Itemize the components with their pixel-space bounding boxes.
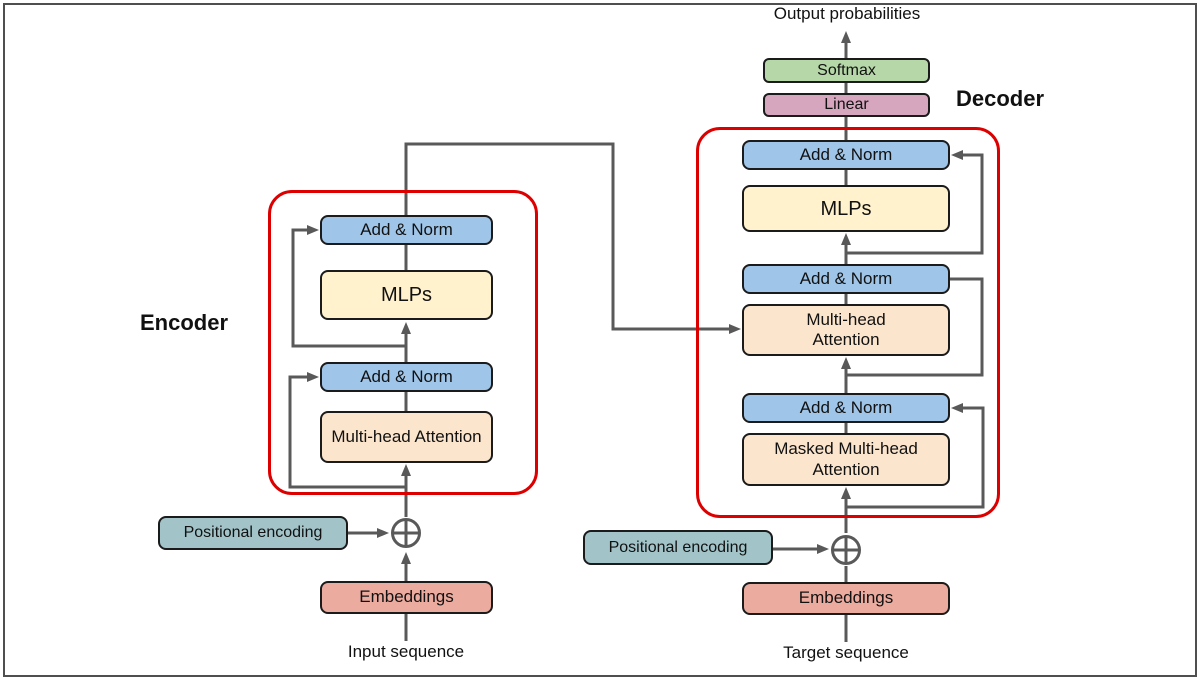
target-sequence-label: Target sequence: [783, 643, 909, 662]
decoder-embeddings-box: Embeddings: [742, 582, 950, 615]
wire-encoder-to-decoder: [404, 142, 741, 334]
encoder-plus-circle-icon: [390, 517, 422, 549]
decoder-plus-circle-icon: [830, 534, 862, 566]
encoder-add-norm-1-box: Add & Norm: [320, 215, 493, 245]
decoder-label: Decoder: [956, 86, 1045, 111]
wire-dec-residual-top: [846, 150, 984, 255]
encoder-mlps-box: MLPs: [320, 270, 493, 320]
encoder-outline: [268, 190, 538, 495]
decoder-multi-head-attention-box: Multi-head Attention: [742, 304, 950, 356]
wire-dec-residual-middle: [846, 277, 984, 377]
decoder-positional-encoding-box: Positional encoding: [583, 530, 773, 565]
decoder-masked-multi-head-attention-box: Masked Multi-head Attention: [742, 433, 950, 486]
encoder-positional-encoding-box: Positional encoding: [158, 516, 348, 550]
encoder-add-norm-2-box: Add & Norm: [320, 362, 493, 392]
encoder-embeddings-box: Embeddings: [320, 581, 493, 614]
encoder-multi-head-attention-box: Multi-head Attention: [320, 411, 493, 463]
diagram-border: [3, 3, 1197, 677]
decoder-add-norm-2-box: Add & Norm: [742, 264, 950, 294]
input-sequence-label: Input sequence: [347, 642, 465, 661]
decoder-outline: [696, 127, 1000, 518]
decoder-mlps-box: MLPs: [742, 185, 950, 232]
linear-box: Linear: [763, 93, 930, 117]
decoder-add-norm-1-box: Add & Norm: [742, 140, 950, 170]
softmax-box: Softmax: [763, 58, 930, 83]
decoder-add-norm-3-box: Add & Norm: [742, 393, 950, 423]
wire-enc-residual-bottom: [288, 372, 406, 489]
wire-dec-residual-bottom: [846, 403, 985, 509]
wire-enc-residual-top: [291, 225, 406, 348]
output-probabilities-label: Output probabilities: [773, 4, 921, 23]
encoder-label: Encoder: [140, 310, 229, 335]
